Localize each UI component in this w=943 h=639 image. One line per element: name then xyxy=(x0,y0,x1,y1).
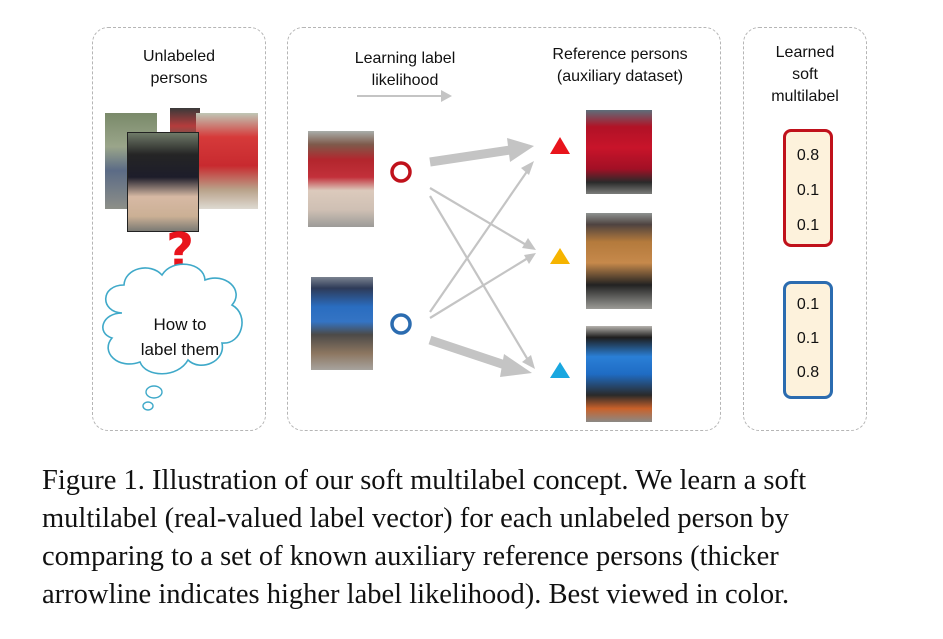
learning-title-line2: likelihood xyxy=(371,72,439,89)
reference-photo-cyan xyxy=(586,326,652,422)
caption-line-2: multilabel (real-valued label vector) fo… xyxy=(42,503,789,534)
reference-title-line1: Reference persons xyxy=(552,46,688,63)
multilabel-red-value-1: 0.8 xyxy=(796,147,820,164)
caption-line-4: arrowline indicates higher label likelih… xyxy=(42,579,790,610)
multilabel-panel xyxy=(743,27,867,431)
multilabel-box-red: 0.8 0.1 0.1 xyxy=(783,129,833,247)
blue-circle-marker xyxy=(390,313,412,335)
reference-title-line2: (auxiliary dataset) xyxy=(556,68,684,85)
arrow-red-to-cyan xyxy=(429,195,529,361)
likelihood-panel xyxy=(287,27,721,431)
arrow-red-to-yellow xyxy=(429,187,529,247)
unlabeled-photo-3 xyxy=(196,113,258,209)
unlabeled-photo-4 xyxy=(127,132,199,232)
figure-caption: Figure 1. Illustration of our soft multi… xyxy=(42,462,922,614)
arrowhead-cyan-thick-icon xyxy=(500,354,532,377)
arrow-blue-to-red xyxy=(429,169,529,313)
red-circle-marker xyxy=(390,161,412,183)
red-triangle-marker xyxy=(550,137,570,154)
unlabeled-panel xyxy=(92,27,266,431)
arrowhead-red-thick-icon xyxy=(507,138,534,162)
query-photo-red xyxy=(308,131,374,227)
unlabeled-title-line1: Unlabeled xyxy=(142,48,216,65)
caption-line-1: Figure 1. Illustration of our soft multi… xyxy=(42,465,807,496)
thought-line1: How to xyxy=(153,315,207,334)
yellow-triangle-marker xyxy=(550,248,570,264)
unlabeled-title-line2: persons xyxy=(150,70,208,87)
title-arrow-head-icon xyxy=(441,90,452,102)
query-photo-blue xyxy=(311,277,373,370)
multilabel-box-blue: 0.1 0.1 0.8 xyxy=(783,281,833,399)
multilabel-blue-value-2: 0.1 xyxy=(796,330,820,347)
thought-line2: label them xyxy=(140,340,220,359)
arrowhead-yellow-1-icon xyxy=(522,238,536,250)
arrow-blue-to-cyan-thick xyxy=(428,335,510,371)
multilabel-blue-value-3: 0.8 xyxy=(796,364,820,381)
arrowhead-red-1-icon xyxy=(521,161,534,175)
caption-line-3: comparing to a set of known auxiliary re… xyxy=(42,541,779,572)
arrow-red-to-red-thick xyxy=(429,145,511,167)
arrowhead-cyan-1-icon xyxy=(522,355,535,369)
arrow-blue-to-yellow xyxy=(429,257,529,319)
reference-photo-yellow xyxy=(586,213,652,309)
learned-title-line2: soft xyxy=(792,66,818,83)
learned-title-line3: multilabel xyxy=(771,88,839,105)
learning-title-line1: Learning label xyxy=(354,50,456,67)
multilabel-red-value-2: 0.1 xyxy=(796,182,820,199)
multilabel-red-value-3: 0.1 xyxy=(796,217,820,234)
reference-photo-red xyxy=(586,110,652,194)
learned-title-line1: Learned xyxy=(775,44,835,61)
arrowhead-yellow-2-icon xyxy=(524,253,536,264)
multilabel-blue-value-1: 0.1 xyxy=(796,296,820,313)
cyan-triangle-marker xyxy=(550,362,570,378)
